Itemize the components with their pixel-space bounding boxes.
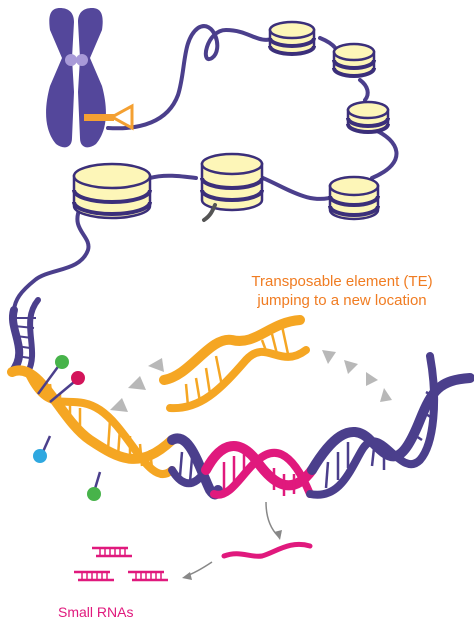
histone-tail: [202, 203, 217, 222]
dna-helix-left: [8, 297, 41, 376]
transcription-arrow: [265, 501, 279, 537]
small-rna-duplex-1: [92, 546, 132, 558]
nucleosome-1: [268, 20, 316, 56]
te-label-line2: jumping to a new location: [257, 292, 427, 309]
te-label-line1: Transposable element (TE): [251, 273, 433, 290]
chromatin-fiber: [12, 24, 399, 312]
small-rna-duplex-icon: [74, 546, 168, 582]
chromosome-icon: [46, 8, 106, 148]
te-marker-icon: [84, 103, 134, 131]
nucleosome-4: [328, 175, 380, 221]
dna-helix-pink-segment: [201, 441, 317, 499]
nucleosome-3: [346, 100, 390, 134]
nucleosome-icon: [72, 20, 390, 221]
small-rnas-label: Small RNAs: [58, 604, 134, 620]
jump-arrows: [110, 350, 392, 412]
nucleosome-2: [332, 42, 376, 78]
processing-arrowhead: [182, 572, 192, 580]
small-rna-duplex-3: [128, 570, 168, 582]
nucleosome-6: [72, 162, 152, 220]
transcription-arrowhead: [274, 530, 282, 540]
small-rna-duplex-2: [74, 570, 114, 582]
dna-helix-icon: [159, 315, 310, 413]
nucleosome-5: [200, 152, 264, 212]
te-label: Transposable element (TE) jumping to a n…: [222, 272, 462, 310]
epigenetic-marks: [33, 355, 102, 501]
rna-transcript: [221, 541, 313, 559]
dna-helix-right: [306, 352, 474, 499]
